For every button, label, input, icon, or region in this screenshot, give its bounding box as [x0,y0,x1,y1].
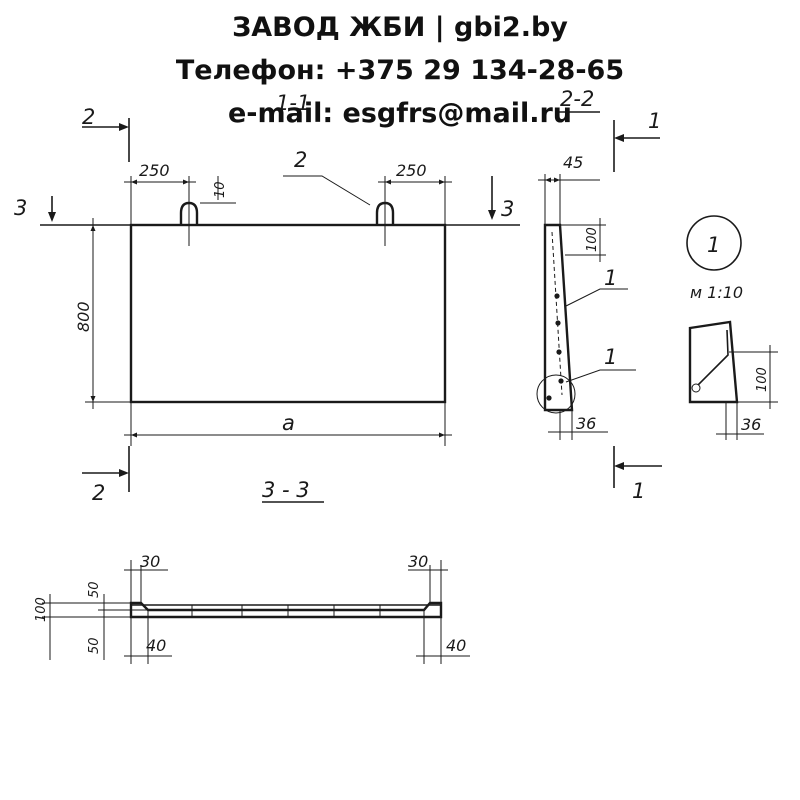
front-view [40,118,520,492]
cut-mark-3-right: 3 [501,197,514,221]
dim-100-side: 100 [585,227,600,252]
dim-800: 800 [74,301,93,332]
dim-30-left: 30 [140,552,160,571]
dim-50-top: 50 [87,581,102,598]
dim-50-bottom: 50 [87,637,102,654]
plan-section-view [42,560,470,664]
detail-1-marker [686,215,742,271]
header-email: e-mail: esgfrs@mail.ru [227,98,573,129]
dim-100-plan: 100 [34,597,49,622]
panel-outline [129,223,447,404]
cut-mark-3-left: 3 [14,196,27,220]
dim-40-right: 40 [446,636,466,655]
header-phone: Телефон: +375 29 134-28-65 [175,55,625,86]
dim-30-right: 30 [408,552,428,571]
section-label-3-3: 3 - 3 [262,478,310,502]
dim-250-left: 250 [139,161,170,180]
detail-profile [688,320,739,404]
header-company: ЗАВОД ЖБИ | gbi2.by [232,12,568,43]
detail-circle [536,374,576,414]
callout-rebar-top: 1 [604,266,617,290]
side-profile [543,223,574,412]
section-label-2-2: 2-2 [560,87,594,111]
cut-mark-2-bottom: 2 [92,481,105,505]
callout-loop: 2 [294,148,307,172]
dim-100-detail: 100 [755,367,770,392]
dim-250-right: 250 [396,161,427,180]
detail-1-number: 1 [707,233,720,257]
dim-36-detail: 36 [741,415,761,434]
cut-mark-1-top: 1 [648,109,661,133]
dim-a: a [282,411,295,435]
dim-40-left: 40 [146,636,166,655]
section-label-1-1: 1-1 [276,91,310,115]
detail-1-view [686,215,778,440]
dim-45: 45 [563,153,583,172]
cut-mark-2-top: 2 [82,105,95,129]
callout-rebar-bottom: 1 [604,345,617,369]
side-section-view: 2-2 [536,87,662,488]
detail-scale: м 1:10 [690,283,743,302]
dim-10: 10 [213,181,228,198]
cut-mark-1-bottom: 1 [632,479,645,503]
dim-36-side: 36 [576,414,596,433]
